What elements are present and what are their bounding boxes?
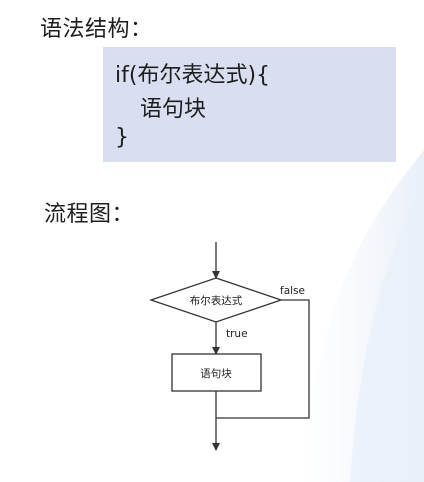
false-label: false [280, 285, 305, 297]
false-path [216, 299, 310, 419]
code-line: 语句块 [140, 97, 207, 122]
true-label: true [226, 328, 248, 340]
code-line: } [115, 125, 129, 150]
code-line: if(布尔表达式){ [115, 63, 271, 88]
statement-block [171, 353, 262, 392]
code-box: if(布尔表达式){ 语句块 } [103, 47, 396, 162]
flowchart-heading: 流程图： [44, 202, 135, 227]
syntax-heading: 语法结构： [40, 17, 153, 42]
statement-label: 语句块 [200, 367, 232, 380]
decision-label: 布尔表达式 [190, 294, 243, 307]
flowchart: 布尔表达式 true 语句块 false [148, 242, 310, 451]
